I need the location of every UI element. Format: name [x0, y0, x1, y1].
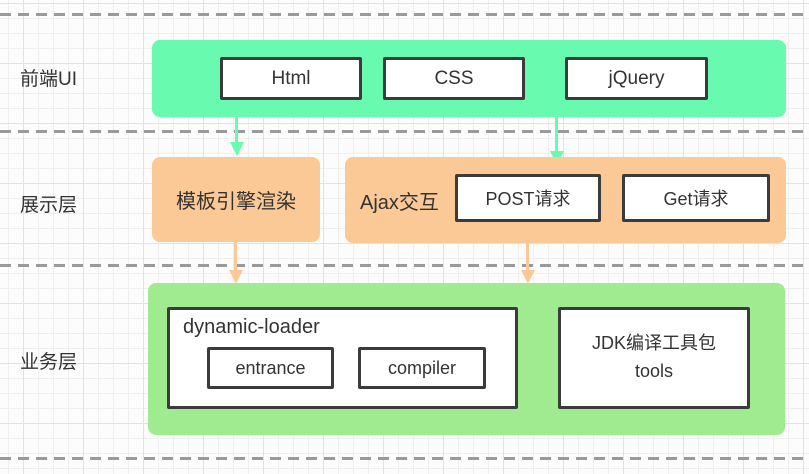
- node-template-engine-render[interactable]: 模板引擎渲染: [152, 157, 320, 242]
- layer-label-frontend-ui: 前端UI: [20, 69, 78, 90]
- ajax-group-label: Ajax交互: [360, 191, 439, 214]
- business-band[interactable]: dynamic-loader entrance compiler JDK编译工具…: [148, 283, 785, 435]
- dynamic-loader-group[interactable]: dynamic-loader entrance compiler: [167, 307, 518, 409]
- dynamic-loader-title: dynamic-loader: [183, 316, 320, 338]
- node-compiler[interactable]: compiler: [358, 347, 486, 389]
- arrow-shaft: [234, 242, 237, 270]
- node-jquery[interactable]: jQuery: [565, 57, 708, 100]
- layer-divider-2: [0, 130, 809, 133]
- ajax-group[interactable]: Ajax交互 POST请求 Get请求: [345, 157, 786, 243]
- layer-divider-4: [0, 457, 809, 460]
- layer-divider-1: [0, 13, 809, 16]
- layer-label-business: 业务层: [20, 352, 78, 373]
- arrow-shaft: [526, 243, 529, 270]
- arrow-shaft: [555, 117, 558, 151]
- node-post-request[interactable]: POST请求: [455, 174, 601, 222]
- layer-divider-3: [0, 264, 809, 267]
- arrow-head-icon: [521, 270, 535, 284]
- jdk-tools-line1: JDK编译工具包: [591, 333, 716, 354]
- node-html[interactable]: Html: [220, 57, 362, 100]
- arrow-shaft: [235, 117, 238, 142]
- node-css[interactable]: CSS: [383, 57, 525, 100]
- node-get-request[interactable]: Get请求: [622, 174, 770, 222]
- arrow-head-icon: [230, 142, 244, 156]
- frontend-ui-band[interactable]: Html CSS jQuery: [152, 40, 786, 117]
- jdk-tools-line2: tools: [634, 361, 674, 381]
- arrow-head-icon: [229, 270, 243, 284]
- node-entrance[interactable]: entrance: [207, 347, 334, 389]
- layer-label-presentation: 展示层: [20, 195, 78, 216]
- node-jdk-tools[interactable]: JDK编译工具包 tools: [558, 307, 750, 409]
